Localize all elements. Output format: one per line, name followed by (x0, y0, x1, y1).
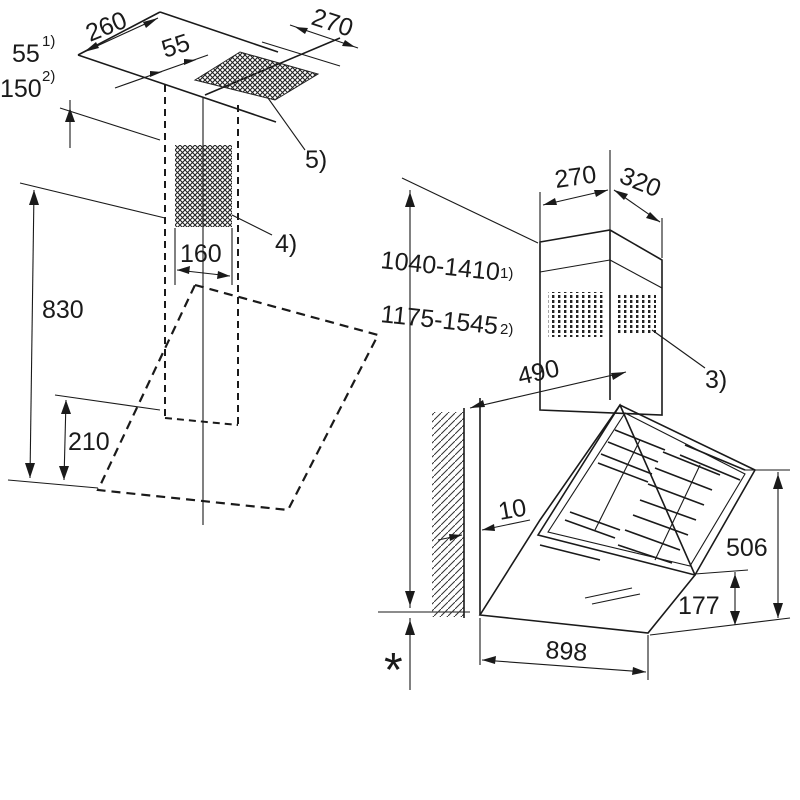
leader-3 (651, 329, 706, 369)
label-150-note: 2) (42, 68, 55, 85)
arrow (594, 190, 608, 197)
arrow (143, 18, 158, 28)
hood-canopy (536, 403, 757, 576)
arrow (449, 534, 462, 541)
hood-light-strip (539, 544, 601, 561)
label-177: 177 (678, 592, 720, 620)
ceiling-edge (159, 11, 279, 53)
label-star: * (384, 644, 403, 697)
label-160: 160 (180, 240, 222, 268)
label-55-vent: 55 (158, 28, 193, 63)
label-270-front: 270 (553, 160, 598, 194)
side-view (7, 11, 380, 525)
chimney-joint (539, 259, 611, 273)
arrow (59, 466, 69, 480)
chimney-vent-left (548, 292, 606, 337)
arrow (730, 611, 740, 625)
arrow (150, 71, 162, 77)
leader-5 (267, 97, 306, 151)
label-270-top: 270 (308, 3, 356, 43)
callout-5: 5) (305, 146, 327, 174)
label-490: 490 (515, 354, 562, 391)
arrow (405, 620, 415, 635)
extension-line (54, 394, 161, 411)
arrow (646, 212, 660, 222)
dim-line-898 (481, 659, 647, 673)
dim-line-490 (469, 371, 627, 409)
label-height-range-1-note: 1) (500, 265, 513, 282)
label-506: 506 (726, 534, 768, 562)
wall-vent-grid (175, 145, 232, 227)
arrow (177, 266, 190, 274)
extension-line (19, 182, 166, 219)
arrow (773, 474, 783, 489)
leader-4 (231, 214, 273, 236)
label-height-range-2-note: 2) (500, 321, 513, 338)
arrow (217, 271, 230, 279)
arrow (295, 27, 308, 34)
ceiling-edge (77, 54, 277, 123)
extension-line (7, 479, 99, 489)
arrow (29, 190, 39, 205)
arrow (632, 667, 646, 675)
glass-reflection (591, 593, 641, 605)
arrow (65, 108, 75, 122)
arrow (61, 400, 71, 414)
arrow (405, 591, 415, 606)
arrow (482, 524, 495, 531)
arrow (25, 463, 35, 478)
dimension-labels: 260 270 55 55 1) 150 2) 5) 4) 160 830 21… (0, 3, 768, 697)
label-10: 10 (496, 494, 528, 526)
canopy-inner (547, 412, 746, 567)
arrow (614, 190, 628, 200)
arrow (730, 574, 740, 588)
chimney-joint (609, 259, 663, 289)
arrow (342, 40, 355, 47)
label-150: 150 (0, 75, 42, 103)
label-898: 898 (545, 636, 589, 667)
front-view (378, 150, 791, 690)
arrow (482, 656, 496, 664)
callout-4: 4) (275, 230, 297, 258)
label-260: 260 (82, 6, 131, 48)
hood-glass (478, 403, 696, 634)
chimney-outline (164, 417, 239, 426)
callout-3: 3) (705, 366, 727, 394)
label-height-range-2: 1175-1545 (379, 300, 499, 340)
arrow (184, 59, 196, 65)
label-55-note: 1) (42, 33, 55, 50)
extension-line (694, 569, 749, 575)
ceiling-vent-grid (193, 51, 320, 101)
glass-reflection (584, 587, 633, 599)
label-55: 55 (12, 40, 40, 68)
hood-outline-dashed (96, 283, 380, 512)
arrow (405, 192, 415, 207)
label-830: 830 (42, 296, 84, 324)
dim-line-830 (29, 189, 35, 479)
arrow (84, 42, 99, 52)
extension-line (649, 617, 791, 636)
filter-grille (564, 429, 746, 564)
arrow (470, 400, 485, 408)
chimney-vent-right (616, 293, 656, 335)
arrow (543, 198, 557, 205)
wall-hatch (432, 412, 464, 617)
arrow (773, 603, 783, 618)
dim-line-270 (261, 41, 341, 67)
label-height-range-1: 1040-1410 (379, 246, 501, 286)
extension-line (401, 177, 539, 244)
extension-line (59, 107, 161, 141)
arrow (611, 372, 626, 380)
label-210: 210 (68, 428, 110, 456)
